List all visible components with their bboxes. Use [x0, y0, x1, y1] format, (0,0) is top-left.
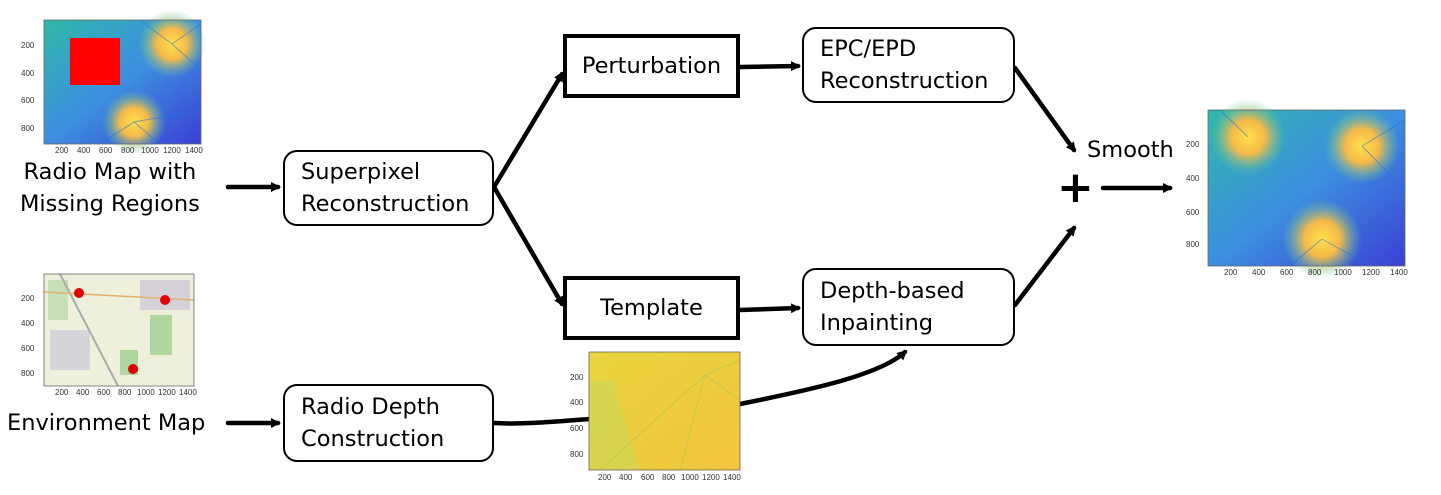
radio-map-missing-plot — [43, 10, 206, 154]
y-tick: 400 — [21, 69, 35, 78]
smooth-label: Smooth — [1087, 137, 1174, 163]
y-tick: 200 — [570, 373, 584, 382]
x-tick: 1400 — [179, 388, 197, 397]
epc-epd-reconstruction-node: EPC/EPD Reconstruction — [802, 27, 1015, 103]
x-tick: 200 — [1224, 268, 1238, 277]
x-tick: 800 — [1308, 268, 1322, 277]
x-tick: 400 — [76, 388, 90, 397]
x-tick: 1200 — [163, 146, 181, 155]
transmitter-marker-2 — [160, 295, 170, 305]
y-tick: 600 — [1186, 208, 1200, 217]
x-tick: 400 — [619, 473, 633, 482]
radio-depth-plot — [588, 351, 741, 471]
x-tick: 200 — [598, 473, 612, 482]
output-radio-map-plot — [1207, 99, 1406, 279]
superpixel-reconstruction-node: Superpixel Reconstruction — [283, 150, 494, 226]
y-tick: 200 — [21, 41, 35, 50]
y-tick: 600 — [21, 344, 35, 353]
y-tick: 600 — [570, 424, 584, 433]
y-tick: 800 — [570, 450, 584, 459]
x-tick: 1400 — [185, 146, 203, 155]
y-tick: 200 — [21, 294, 35, 303]
missing-region-mask — [70, 38, 120, 85]
x-tick: 400 — [1252, 268, 1266, 277]
x-tick: 600 — [641, 473, 655, 482]
template-label: Template — [600, 295, 703, 321]
epc-epd-label: EPC/EPD Reconstruction — [820, 36, 989, 94]
environment-map-input-label: Environment Map — [7, 410, 206, 436]
arrow-superpixel-to-template — [491, 184, 565, 307]
radio-map-input-label: Radio Map with Missing Regions — [20, 159, 200, 217]
y-tick: 400 — [21, 319, 35, 328]
arrow-depthmap-to-inpainting — [737, 349, 908, 407]
perturbation-label: Perturbation — [581, 53, 722, 79]
depth-inpainting-label: Depth-based Inpainting — [820, 278, 965, 336]
x-tick: 1200 — [702, 473, 720, 482]
perturbation-node: Perturbation — [563, 34, 740, 98]
x-tick: 600 — [99, 146, 113, 155]
transmitter-marker-3 — [128, 364, 138, 374]
y-tick: 800 — [21, 369, 35, 378]
y-tick: 400 — [1186, 174, 1200, 183]
x-tick: 1200 — [1362, 268, 1380, 277]
radio-depth-label: Radio Depth Construction — [301, 394, 445, 452]
x-tick: 400 — [77, 146, 91, 155]
x-tick: 1000 — [141, 146, 159, 155]
y-tick: 400 — [570, 398, 584, 407]
x-tick: 1200 — [158, 388, 176, 397]
arrow-inpainting-to-plus — [1012, 225, 1077, 308]
y-tick: 800 — [21, 124, 35, 133]
depth-based-inpainting-node: Depth-based Inpainting — [802, 268, 1015, 346]
x-tick: 1000 — [1334, 268, 1352, 277]
transmitter-marker-1 — [74, 288, 84, 298]
y-tick: 800 — [1186, 240, 1200, 249]
x-tick: 600 — [97, 388, 111, 397]
x-tick: 800 — [662, 473, 676, 482]
radio-depth-construction-node: Radio Depth Construction — [283, 384, 494, 462]
x-tick: 600 — [1280, 268, 1294, 277]
y-tick: 200 — [1186, 140, 1200, 149]
x-tick: 1000 — [137, 388, 155, 397]
y-tick: 600 — [21, 96, 35, 105]
environment-map-plot — [43, 273, 195, 387]
x-tick: 1400 — [723, 473, 741, 482]
arrow-epc-to-plus — [1012, 65, 1077, 153]
template-node: Template — [563, 276, 740, 340]
x-tick: 800 — [118, 388, 132, 397]
x-tick: 800 — [121, 146, 135, 155]
arrow-superpixel-to-perturbation — [491, 71, 565, 190]
arrow-template-to-inpainting — [737, 303, 801, 314]
arrow-depth-to-inpainting — [491, 415, 608, 426]
plus-merge-symbol: + — [1057, 162, 1094, 213]
x-tick: 1000 — [681, 473, 699, 482]
x-tick: 1400 — [1390, 268, 1408, 277]
arrow-perturbation-to-epc — [737, 61, 801, 72]
x-tick: 200 — [55, 146, 69, 155]
superpixel-label: Superpixel Reconstruction — [301, 159, 470, 217]
x-tick: 200 — [55, 388, 69, 397]
